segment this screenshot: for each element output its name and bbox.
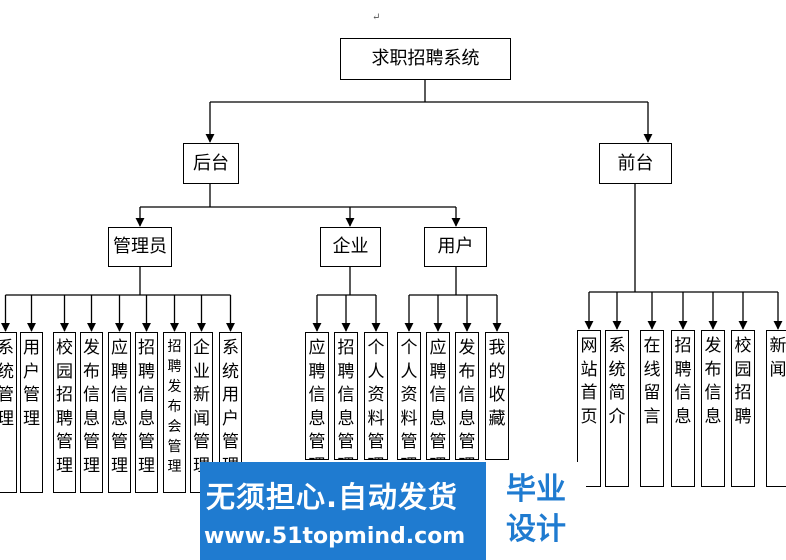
user-item-box: 我的收藏 — [485, 332, 509, 460]
front-item-box: 系统简介 — [605, 330, 629, 487]
front-item-box: 在线留言 — [640, 330, 664, 487]
front-item-label: 招聘信息 — [674, 336, 692, 427]
node-user: 用户 — [424, 227, 487, 267]
admin-item-box: 校园招聘管理 — [53, 332, 76, 493]
admin-item-box: 企业新闻管理 — [190, 332, 213, 493]
front-item-label: 网站首页 — [580, 336, 598, 427]
company-item-box: 招聘信息管理 — [334, 332, 358, 460]
admin-item-box: 用户管理 — [20, 332, 43, 493]
node-company: 企业 — [320, 227, 381, 267]
node-root-label: 求职招聘系统 — [371, 48, 480, 69]
admin-item-label: 招聘信息管理 — [138, 338, 155, 476]
admin-item-box: 招聘信息管理 — [135, 332, 158, 493]
admin-item-box: 系统管理 — [0, 332, 17, 493]
front-item-box: 新闻 — [766, 330, 786, 487]
admin-item-label: 招聘发布会管理 — [167, 339, 182, 475]
watermark-banner: 无须担心.自动发货 www.51topmind.com 毕业 设计 — [200, 462, 586, 560]
admin-item-box: 系统用户管理 — [219, 332, 242, 493]
admin-item-box: 招聘发布会管理 — [163, 332, 186, 493]
user-item-box: 发布信息管理 — [455, 332, 479, 460]
node-company-label: 企业 — [332, 236, 369, 257]
node-frontend-label: 前台 — [617, 152, 654, 174]
node-user-label: 用户 — [437, 236, 474, 257]
node-backend: 后台 — [183, 143, 239, 184]
company-item-label: 应聘信息管理 — [308, 338, 326, 459]
company-item-label: 个人资料管理 — [367, 338, 385, 459]
front-item-box: 校园招聘 — [731, 330, 755, 487]
watermark-left: 无须担心.自动发货 www.51topmind.com — [200, 462, 486, 560]
user-item-box: 个人资料管理 — [397, 332, 421, 460]
admin-item-label: 发布信息管理 — [83, 338, 100, 476]
front-item-label: 新闻 — [769, 336, 786, 380]
watermark-badge: 毕业 设计 — [486, 462, 586, 560]
user-item-box: 应聘信息管理 — [426, 332, 450, 460]
admin-item-label: 应聘信息管理 — [111, 338, 128, 476]
node-admin-label: 管理员 — [113, 236, 167, 257]
node-admin: 管理员 — [108, 227, 172, 267]
user-item-label: 发布信息管理 — [458, 338, 476, 459]
admin-item-label: 系统用户管理 — [222, 338, 239, 476]
admin-item-label: 校园招聘管理 — [56, 338, 73, 476]
front-item-label: 系统简介 — [608, 336, 626, 427]
front-item-label: 发布信息 — [704, 336, 722, 427]
admin-item-box: 应聘信息管理 — [108, 332, 131, 493]
front-item-label: 校园招聘 — [734, 336, 752, 427]
admin-item-box: 发布信息管理 — [80, 332, 103, 493]
front-item-box: 网站首页 — [577, 330, 601, 487]
company-item-box: 个人资料管理 — [364, 332, 388, 460]
paragraph-mark: ↵ — [372, 12, 381, 23]
watermark-badge-line2: 设计 — [506, 512, 566, 547]
watermark-url: www.51topmind.com — [204, 524, 466, 549]
node-frontend: 前台 — [599, 143, 672, 184]
front-item-label: 在线留言 — [643, 336, 661, 427]
front-item-box: 发布信息 — [701, 330, 725, 487]
node-root: 求职招聘系统 — [340, 38, 511, 80]
node-backend-label: 后台 — [193, 152, 229, 174]
watermark-slogan: 无须担心.自动发货 — [206, 480, 459, 514]
front-item-box: 招聘信息 — [671, 330, 695, 487]
admin-item-label: 用户管理 — [23, 338, 40, 429]
admin-item-label: 企业新闻管理 — [193, 338, 210, 476]
company-item-label: 招聘信息管理 — [337, 338, 355, 459]
user-item-label: 我的收藏 — [488, 338, 506, 429]
company-item-box: 应聘信息管理 — [305, 332, 329, 460]
watermark-badge-line1: 毕业 — [506, 472, 566, 507]
user-item-label: 应聘信息管理 — [429, 338, 447, 459]
admin-item-label: 系统管理 — [0, 337, 16, 431]
user-item-label: 个人资料管理 — [400, 338, 418, 459]
